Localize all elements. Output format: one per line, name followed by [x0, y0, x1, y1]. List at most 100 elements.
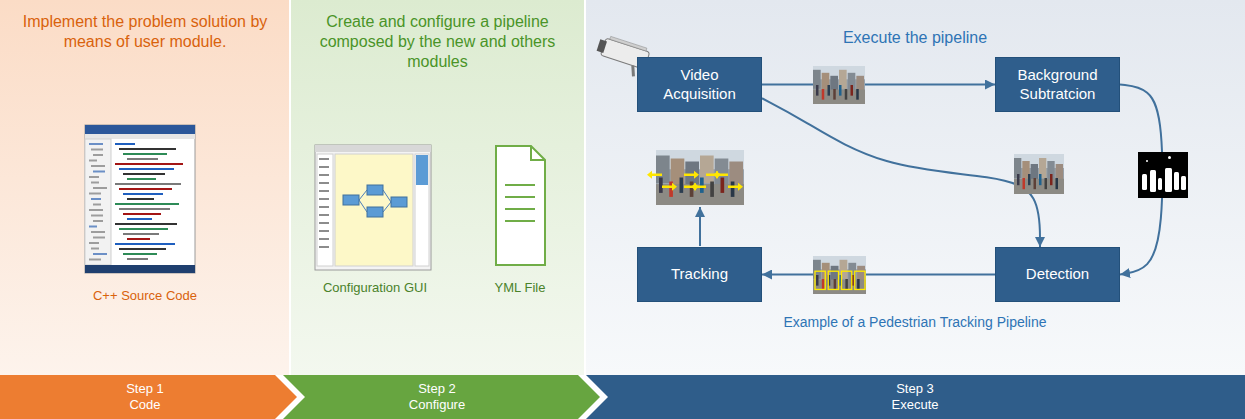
code-line	[127, 218, 152, 220]
file-line	[505, 208, 535, 210]
code-line	[115, 203, 179, 205]
photo-person	[816, 85, 819, 96]
code-line	[123, 173, 165, 175]
photo-person	[857, 279, 860, 290]
list-line	[319, 246, 329, 248]
photo-person	[1034, 178, 1037, 189]
text-slot: Configuration GUI	[315, 280, 435, 296]
list-line	[319, 182, 329, 184]
code-line	[123, 253, 157, 255]
canvas-module	[367, 185, 383, 195]
photo-ground	[813, 66, 865, 104]
tree-line	[89, 143, 103, 145]
photo-person	[828, 85, 831, 96]
mask-blob	[1181, 176, 1186, 190]
photo-ground	[656, 150, 744, 205]
text-slot: C++ Source Code	[45, 288, 245, 304]
mask-blob	[1142, 174, 1147, 190]
detection-box	[828, 271, 838, 289]
panel-caption: Example of a Pedestrian Tracking Pipelin…	[735, 314, 1095, 332]
code-line	[115, 223, 177, 225]
list-line	[319, 158, 329, 160]
window-titlebar	[85, 125, 195, 134]
tree-line	[93, 171, 105, 173]
code-line	[127, 238, 150, 240]
step-chevron: Step 1Code	[0, 375, 300, 419]
panel-heading: Execute the pipeline	[745, 28, 1085, 48]
code-line	[123, 233, 159, 235]
panel-ground	[585, 0, 1245, 375]
detection-box	[815, 271, 825, 289]
mask-ground	[1138, 152, 1188, 198]
photo-person	[1017, 174, 1020, 185]
mask-blob	[1168, 156, 1171, 159]
tree-line	[89, 242, 99, 244]
panel-divider	[289, 0, 291, 375]
list-line	[319, 206, 329, 208]
photo-person	[1028, 174, 1031, 185]
process-box: Background Subtratcion	[995, 57, 1120, 112]
code-line	[123, 213, 161, 215]
process-box: Tracking	[637, 247, 762, 302]
step-chevron: Step 2Configure	[280, 375, 600, 419]
track-arrow-head	[672, 183, 677, 191]
window-titlebar	[315, 145, 431, 152]
photo-person	[690, 182, 694, 197]
photo-person	[822, 279, 825, 290]
output-arrow	[699, 207, 701, 246]
code-line	[127, 158, 158, 160]
tree-line	[89, 193, 101, 195]
text-slot: YML File	[475, 280, 565, 296]
code-line	[115, 163, 183, 165]
taskbar	[85, 265, 195, 273]
tree-line	[93, 253, 107, 255]
text-slot: Step 2Configure	[357, 375, 517, 419]
file-line	[505, 184, 535, 186]
photo-thumbnail	[1138, 152, 1188, 198]
photo-person	[833, 89, 836, 100]
photo-ground	[1014, 154, 1064, 194]
tree-line	[91, 182, 99, 184]
photo-person	[1050, 174, 1053, 185]
list-line	[319, 190, 329, 192]
code-screenshot	[85, 125, 195, 273]
photo-person	[822, 89, 825, 100]
list-line	[319, 222, 329, 224]
flow-arrow	[762, 98, 1040, 247]
flow-arrow	[762, 84, 995, 86]
step-number: Step 1	[126, 381, 164, 397]
tree-line	[91, 231, 105, 233]
text-slot: Create and configure a pipeline composed…	[300, 12, 575, 72]
photo-ground	[813, 256, 866, 294]
tree-line	[89, 226, 97, 228]
box-label: Video Acquisition	[648, 66, 751, 104]
tree-line	[89, 259, 101, 261]
photo-person	[731, 182, 735, 197]
track-arrow-head	[691, 183, 696, 191]
photo-person	[816, 275, 819, 286]
code-line	[123, 193, 163, 195]
file-fold	[531, 146, 545, 160]
box-label: Detection	[1026, 265, 1089, 284]
code-line	[127, 258, 148, 260]
photo-building	[656, 156, 670, 184]
box-label: Background Subtratcion	[1006, 66, 1109, 104]
tree-line	[91, 198, 101, 200]
mask-blob	[1158, 178, 1162, 190]
photo-person	[659, 178, 663, 193]
chevron-fill	[283, 375, 600, 419]
code-line	[119, 168, 174, 170]
code-line	[127, 178, 156, 180]
file-line	[505, 196, 535, 198]
camera-hood	[610, 36, 647, 51]
text-slot: Execute the pipeline	[745, 28, 1085, 48]
photo-person	[700, 178, 704, 193]
box-label: Tracking	[671, 265, 728, 284]
tree-line	[91, 165, 105, 167]
photo-person	[1056, 178, 1059, 189]
step-name: Configure	[409, 397, 465, 413]
photo-person	[1045, 178, 1048, 189]
mask-blob	[1146, 160, 1148, 162]
tree-line	[91, 149, 103, 151]
